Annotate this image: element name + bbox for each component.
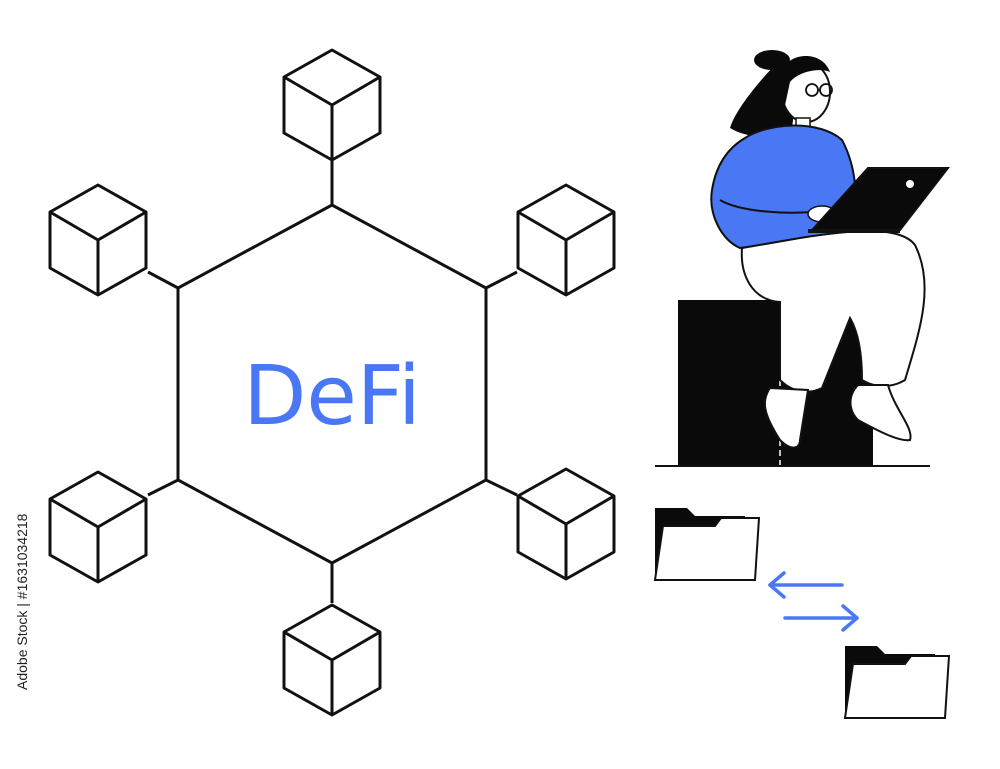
- hexagon-connectors: [147, 160, 518, 603]
- cube-icon: [282, 48, 382, 162]
- defi-hexagon: [176, 203, 488, 565]
- folder-icon: [843, 646, 951, 719]
- cube-icon: [282, 603, 382, 717]
- laptop-icon: [808, 167, 951, 233]
- left-arrow-icon: [768, 571, 844, 599]
- folder-icon: [653, 508, 761, 581]
- cube-icon: [48, 183, 148, 297]
- right-arrow-icon: [783, 604, 859, 632]
- stock-id-label: Adobe Stock | #1631034218: [14, 513, 30, 690]
- defi-title: DeFi: [243, 349, 421, 444]
- cube-icon: [516, 183, 616, 297]
- cube-icon: [48, 470, 148, 584]
- cube-icon: [516, 467, 616, 581]
